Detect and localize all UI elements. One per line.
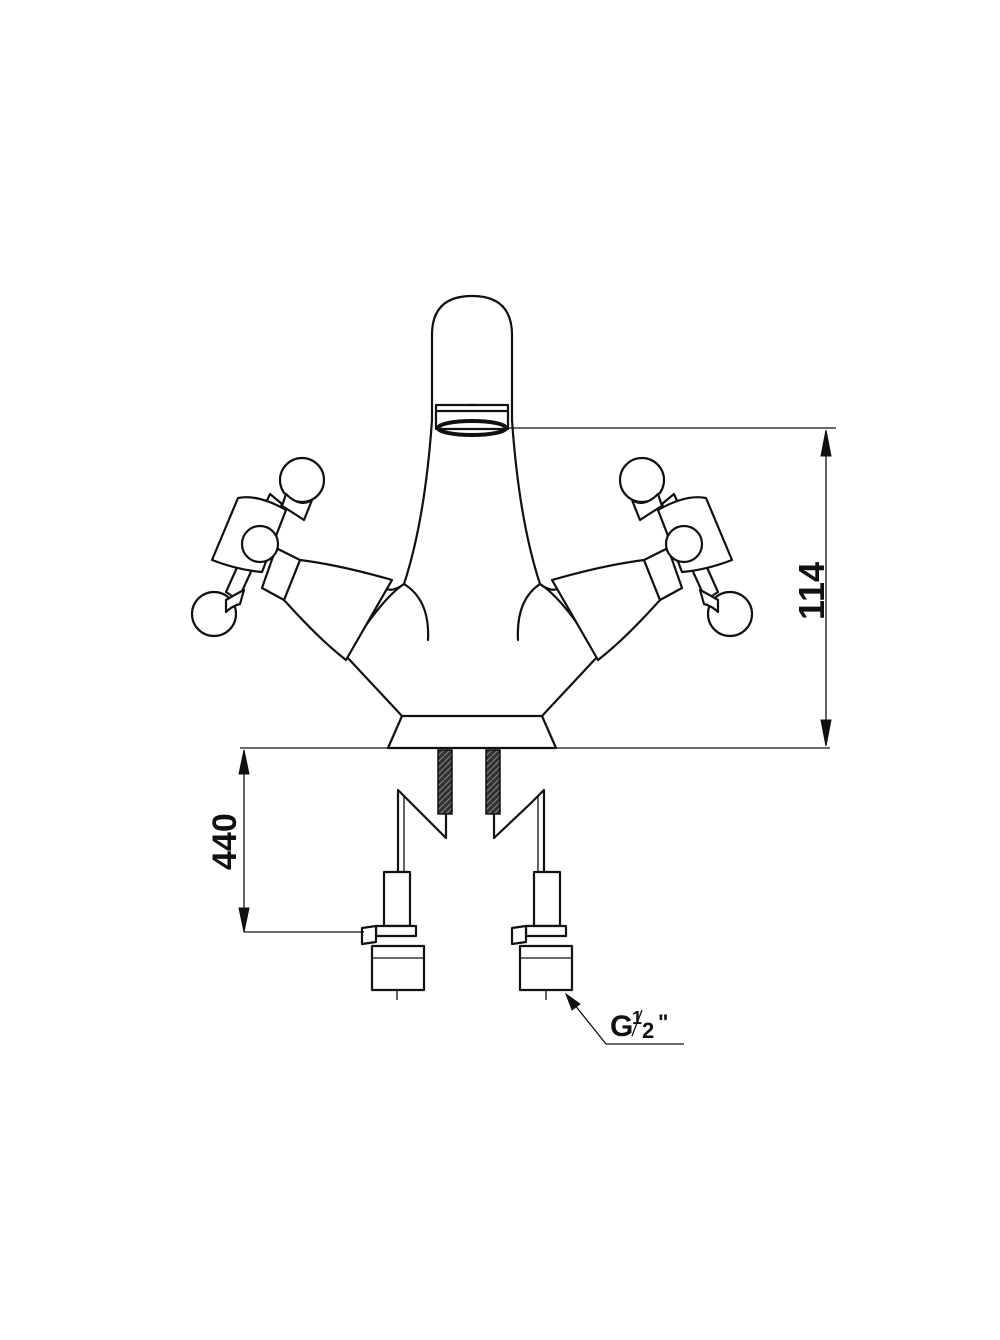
right-valve-housing (550, 546, 684, 662)
right-hose-connector (510, 870, 574, 1000)
height-dimension: 114 (508, 427, 836, 747)
right-cross-handle (618, 456, 754, 638)
thread-label-quote: " (658, 1010, 668, 1035)
left-cross-handle (190, 456, 326, 638)
thread-label-numerator: 1 (632, 1008, 642, 1028)
spout (402, 294, 542, 586)
pipe-length-dimension: 440 (206, 749, 364, 933)
thread-callout: G 1 2 " (564, 992, 684, 1045)
faucet-body (344, 582, 600, 750)
right-flex-hose (492, 788, 546, 874)
right-threaded-rod (485, 749, 501, 815)
left-flex-hose (396, 788, 448, 874)
thread-label-denominator: 2 (642, 1018, 654, 1043)
height-dimension-label: 114 (791, 562, 832, 620)
thread-label-g: G (610, 1010, 633, 1043)
left-hose-connector (360, 870, 426, 1000)
left-threaded-rod (437, 749, 453, 815)
left-valve-housing (260, 546, 394, 662)
pipe-length-dimension-label: 440 (206, 813, 244, 870)
